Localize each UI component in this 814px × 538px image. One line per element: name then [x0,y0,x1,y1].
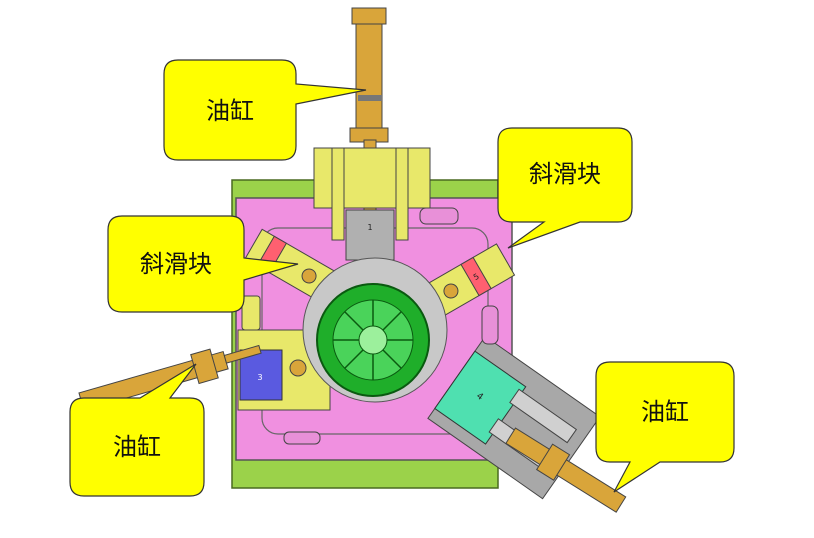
bottom-slot [283,431,321,445]
top-slider-number: 1 [367,223,372,232]
right-slot [481,305,499,345]
callout-cylinder-left: 油缸 [69,363,205,497]
callout-cylinder-top: 油缸 [163,59,367,161]
right-slider-number: 5 [472,272,481,282]
callout-cylinder-left-label: 油缸 [113,433,161,461]
callout-cylinder-top-label: 油缸 [206,97,254,125]
callout-slider-right-label: 斜滑块 [529,160,601,188]
callout-slider-left: 斜滑块 [107,215,299,313]
central-core [302,257,448,403]
callout-cylinder-right-label: 油缸 [641,398,689,426]
top-right-slot [419,207,459,225]
left-slider-number: 3 [257,373,262,382]
right-slider: 5 [421,243,516,319]
right-cylinder [505,427,627,513]
left-slot [241,295,261,331]
callout-cylinder-right: 油缸 [595,361,735,493]
callout-slider-right: 斜滑块 [497,127,633,249]
left-cylinder [78,344,262,411]
bottom-slider-number: 4 [474,391,485,403]
top-slider: 1 [313,147,431,261]
callout-slider-left-label: 斜滑块 [140,250,212,278]
